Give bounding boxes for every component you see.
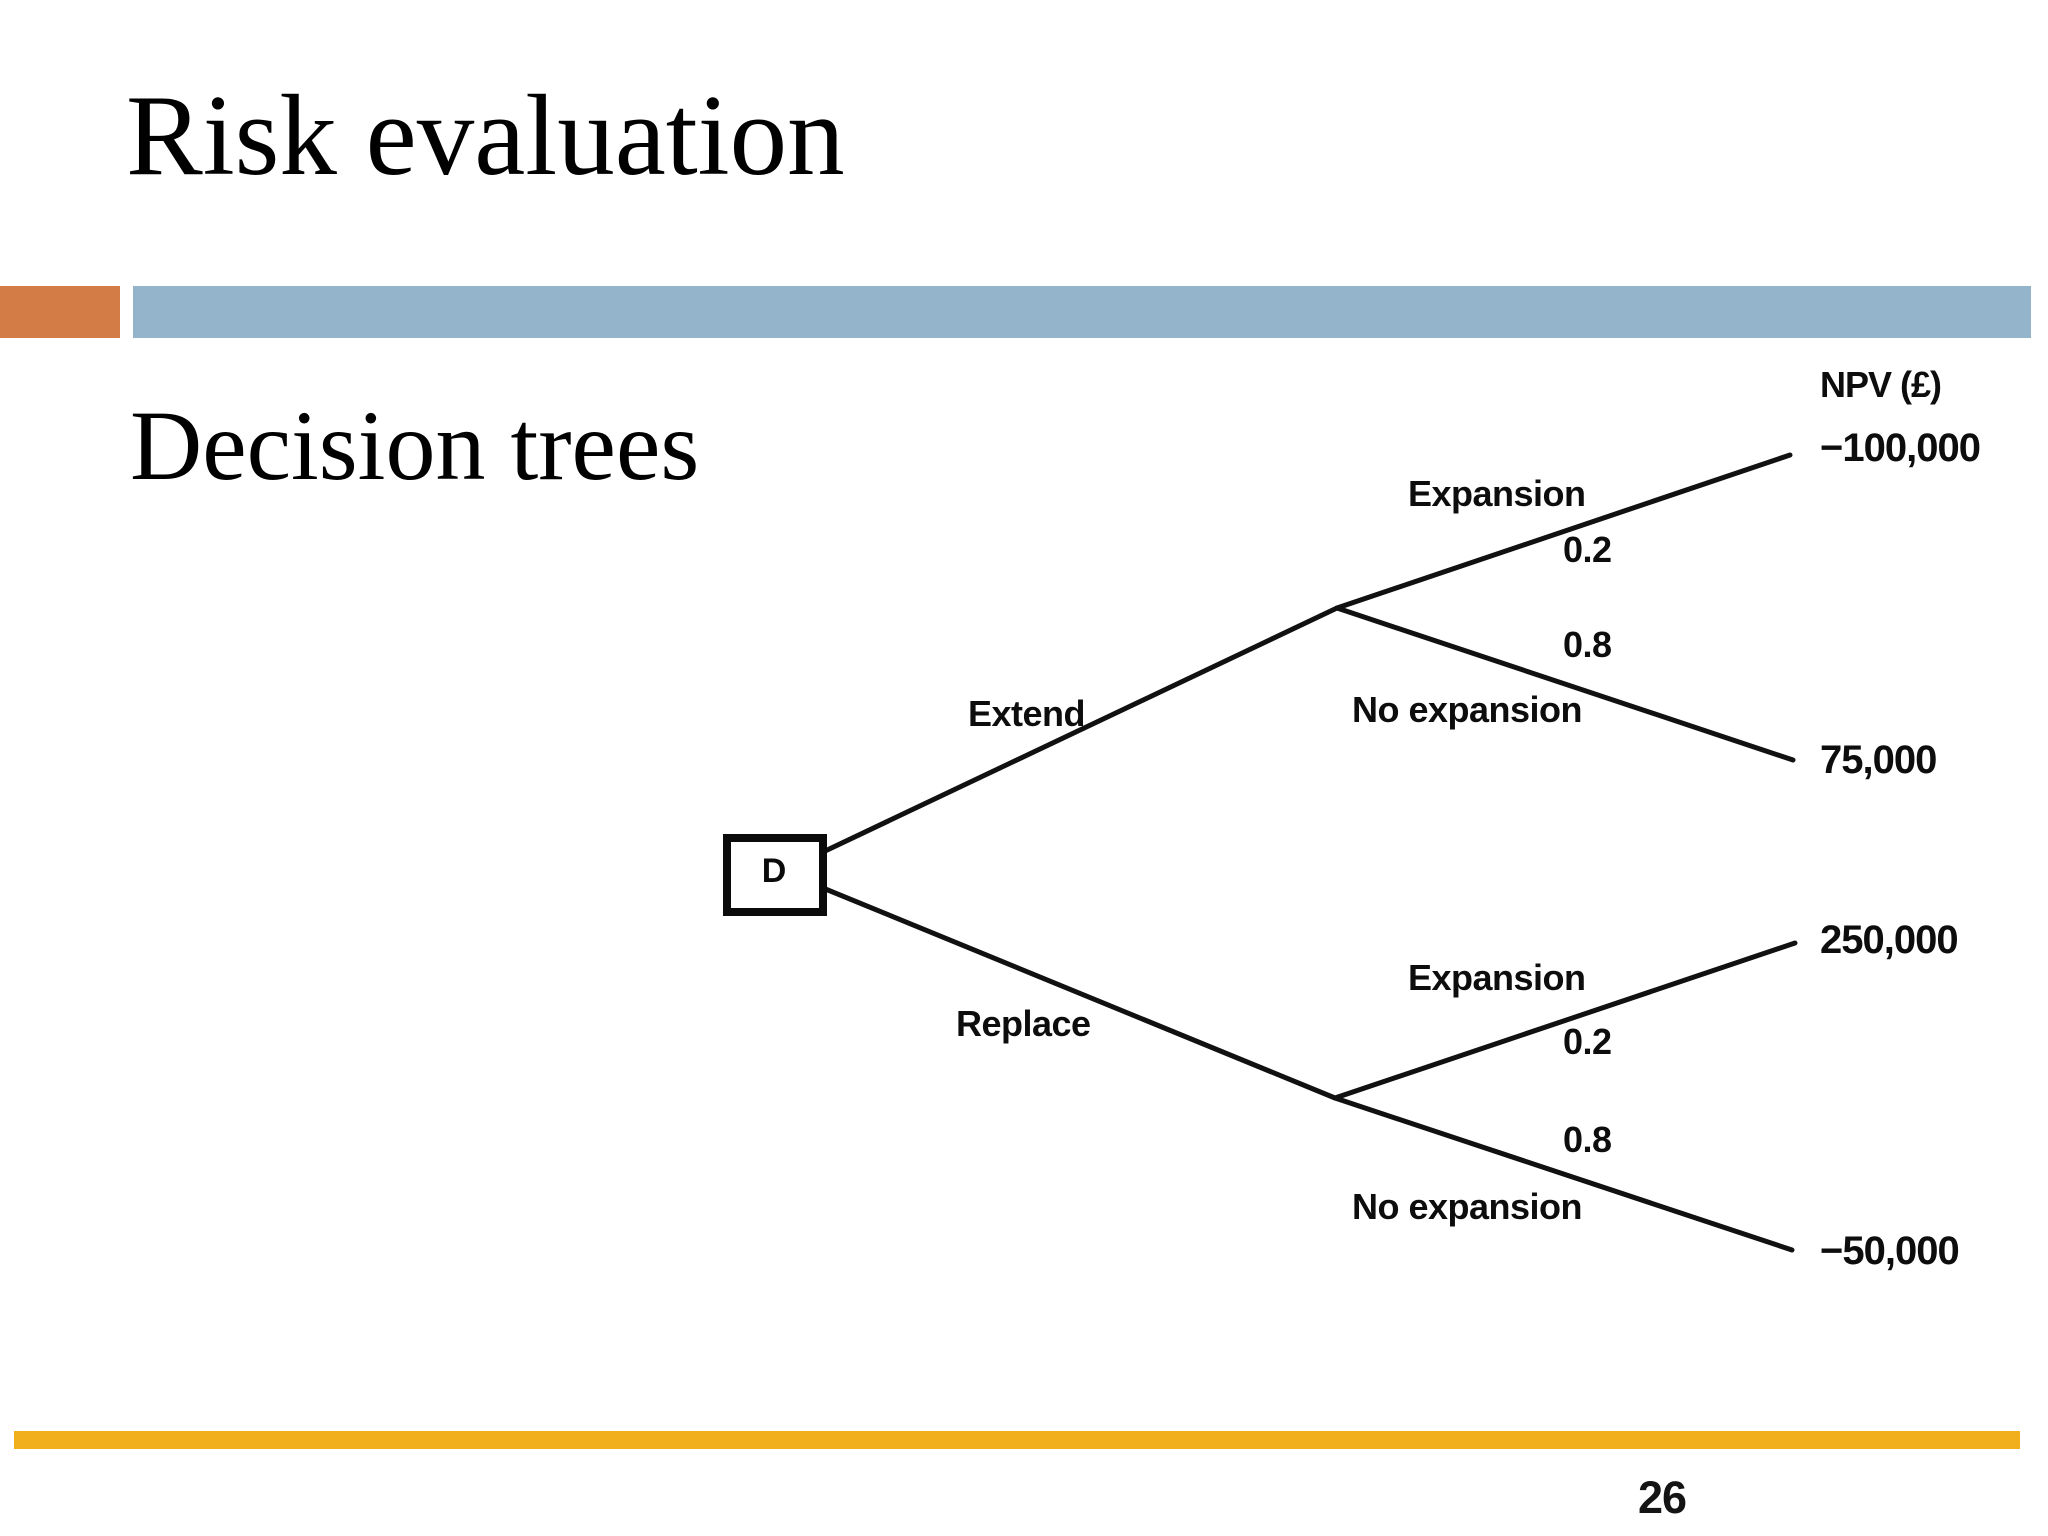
probability-replace-expansion: 0.2 — [1563, 1021, 1612, 1062]
decision-node-label: D — [762, 852, 787, 890]
page-number: 26 — [1638, 1472, 1687, 1523]
branch-line-replace-expansion — [1332, 940, 1798, 1101]
slide-title: Risk evaluation — [126, 72, 845, 199]
accent-bar-orange — [0, 286, 120, 338]
accent-bar-blue — [133, 286, 2031, 338]
probability-extend-expansion: 0.2 — [1563, 529, 1612, 570]
npv-extend-no-expansion: 75,000 — [1820, 738, 1937, 782]
probability-replace-no-expansion: 0.8 — [1563, 1119, 1612, 1160]
outcome-label-extend-no-expansion: No expansion — [1352, 689, 1583, 730]
tree-branch-lines — [820, 452, 1798, 1253]
npv-replace-expansion: 250,000 — [1820, 918, 1959, 962]
branch-label-extend: Extend — [968, 693, 1086, 734]
npv-extend-expansion: −100,000 — [1820, 426, 1981, 470]
outcome-label-replace-expansion: Expansion — [1408, 957, 1586, 998]
slide-subtitle: Decision trees — [130, 390, 700, 501]
branch-line-replace — [820, 885, 1338, 1101]
branch-line-replace-no-expansion — [1332, 1095, 1795, 1253]
footer-bar-gold — [14, 1431, 2020, 1449]
decision-node-box — [723, 834, 827, 916]
npv-replace-no-expansion: −50,000 — [1820, 1229, 1960, 1273]
branch-line-extend-expansion — [1334, 452, 1793, 611]
probability-extend-no-expansion: 0.8 — [1563, 624, 1612, 665]
outcome-label-extend-expansion: Expansion — [1408, 473, 1586, 514]
branch-label-replace: Replace — [956, 1003, 1091, 1044]
branch-line-extend-no-expansion — [1334, 605, 1796, 763]
branch-line-extend — [820, 605, 1340, 855]
outcome-label-replace-no-expansion: No expansion — [1352, 1186, 1583, 1227]
npv-column-header: NPV (£) — [1820, 364, 1942, 405]
